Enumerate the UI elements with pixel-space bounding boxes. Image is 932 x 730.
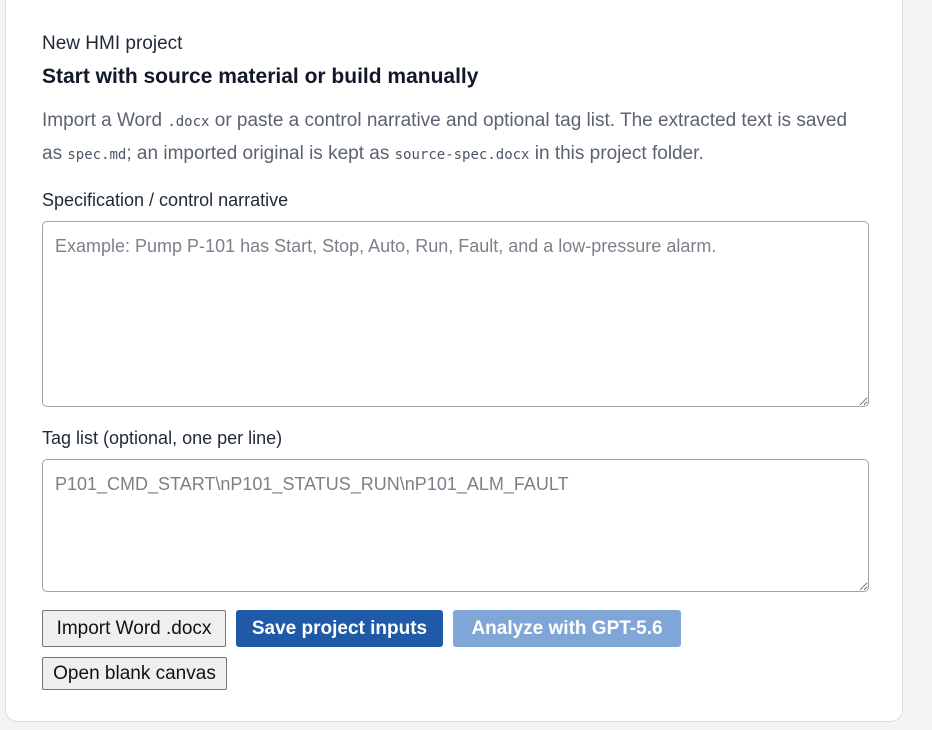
- spec-textarea[interactable]: [42, 221, 869, 407]
- description-text-2: or paste a control narrative and optiona…: [42, 110, 848, 164]
- description-text-1: Import a Word: [42, 110, 168, 131]
- page-title: Start with source material or build manu…: [42, 65, 479, 88]
- spec-label: Specification / control narrative: [42, 190, 289, 210]
- description-code-docx: .docx: [167, 114, 210, 130]
- page-kicker: New HMI project: [42, 33, 183, 54]
- open-blank-canvas-button[interactable]: Open blank canvas: [42, 657, 227, 690]
- description-text-3: ; an imported original is kept as: [126, 143, 395, 164]
- description-code-source-spec: source-spec.docx: [394, 147, 530, 163]
- tags-label: Tag list (optional, one per line): [42, 428, 283, 448]
- new-project-card: New HMI project Start with source materi…: [5, 0, 903, 722]
- import-docx-button[interactable]: Import Word .docx: [42, 610, 226, 647]
- description-text-4: in this project folder.: [529, 143, 704, 164]
- save-project-inputs-button[interactable]: Save project inputs: [236, 610, 443, 647]
- analyze-gpt-button[interactable]: Analyze with GPT-5.6: [453, 610, 681, 647]
- page-description: Import a Word .docx or paste a control n…: [42, 105, 862, 171]
- description-code-spec-md: spec.md: [67, 147, 127, 163]
- tags-textarea[interactable]: [42, 459, 869, 592]
